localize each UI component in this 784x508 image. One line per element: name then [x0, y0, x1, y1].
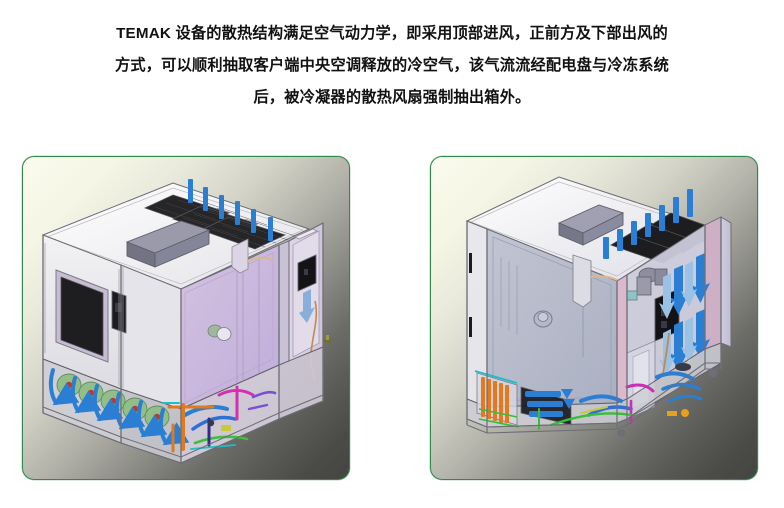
lower-machinery-bay: [42, 346, 324, 464]
caster-wheel-group: [617, 368, 718, 437]
airflow-arrow-intake: [188, 179, 193, 203]
lower-machinery-bay: [466, 342, 722, 437]
chamber-port: [533, 310, 553, 328]
door-viewing-window: [55, 269, 109, 363]
refrigeration-piping: [162, 385, 277, 453]
figure-right-frame: [430, 156, 758, 480]
caption-block: TEMAK 设备的散热结构满足空气动力学，即采用顶部进风，正前方及下部出风的 方…: [0, 0, 784, 114]
airflow-duct-bay: [520, 386, 575, 426]
chamber-port: [207, 324, 232, 341]
internal-duct: [572, 254, 620, 357]
side-control-box: [297, 254, 317, 292]
caption-line-2: 方式，可以顺利抽取客户端中央空调释放的冷空气，该气流流经配电盘与冷冻系统: [115, 57, 669, 74]
condenser-fan: [78, 381, 104, 405]
airflow-arrow-down-column: [299, 289, 315, 323]
chamber-inner-wall: [180, 238, 280, 410]
caption-line-3: 后，被冷凝器的散热风扇强制抽出箱外。: [253, 89, 531, 106]
condenser-fan: [122, 397, 148, 421]
caption-line-1: TEMAK 设备的散热结构满足空气动力学，即采用顶部进风，正前方及下部出风的: [116, 25, 668, 42]
condenser-fan: [144, 405, 170, 429]
roof-control-box: [557, 204, 625, 246]
figure-left-image: [23, 157, 349, 479]
condenser-fan: [56, 373, 82, 397]
pipe-valve: [323, 335, 332, 343]
figure-left-frame: [22, 156, 350, 480]
cabinet-frame-uprights: [466, 217, 722, 433]
roof-control-box: [125, 220, 211, 268]
cabinet-frame-uprights: [42, 223, 324, 463]
side-equipment-column: [278, 222, 332, 380]
figure-right-image: [431, 157, 757, 479]
top-intake-arrow-group: [603, 189, 693, 259]
top-intake-arrow-group: [188, 179, 273, 241]
compressor-assembly: [626, 267, 668, 301]
